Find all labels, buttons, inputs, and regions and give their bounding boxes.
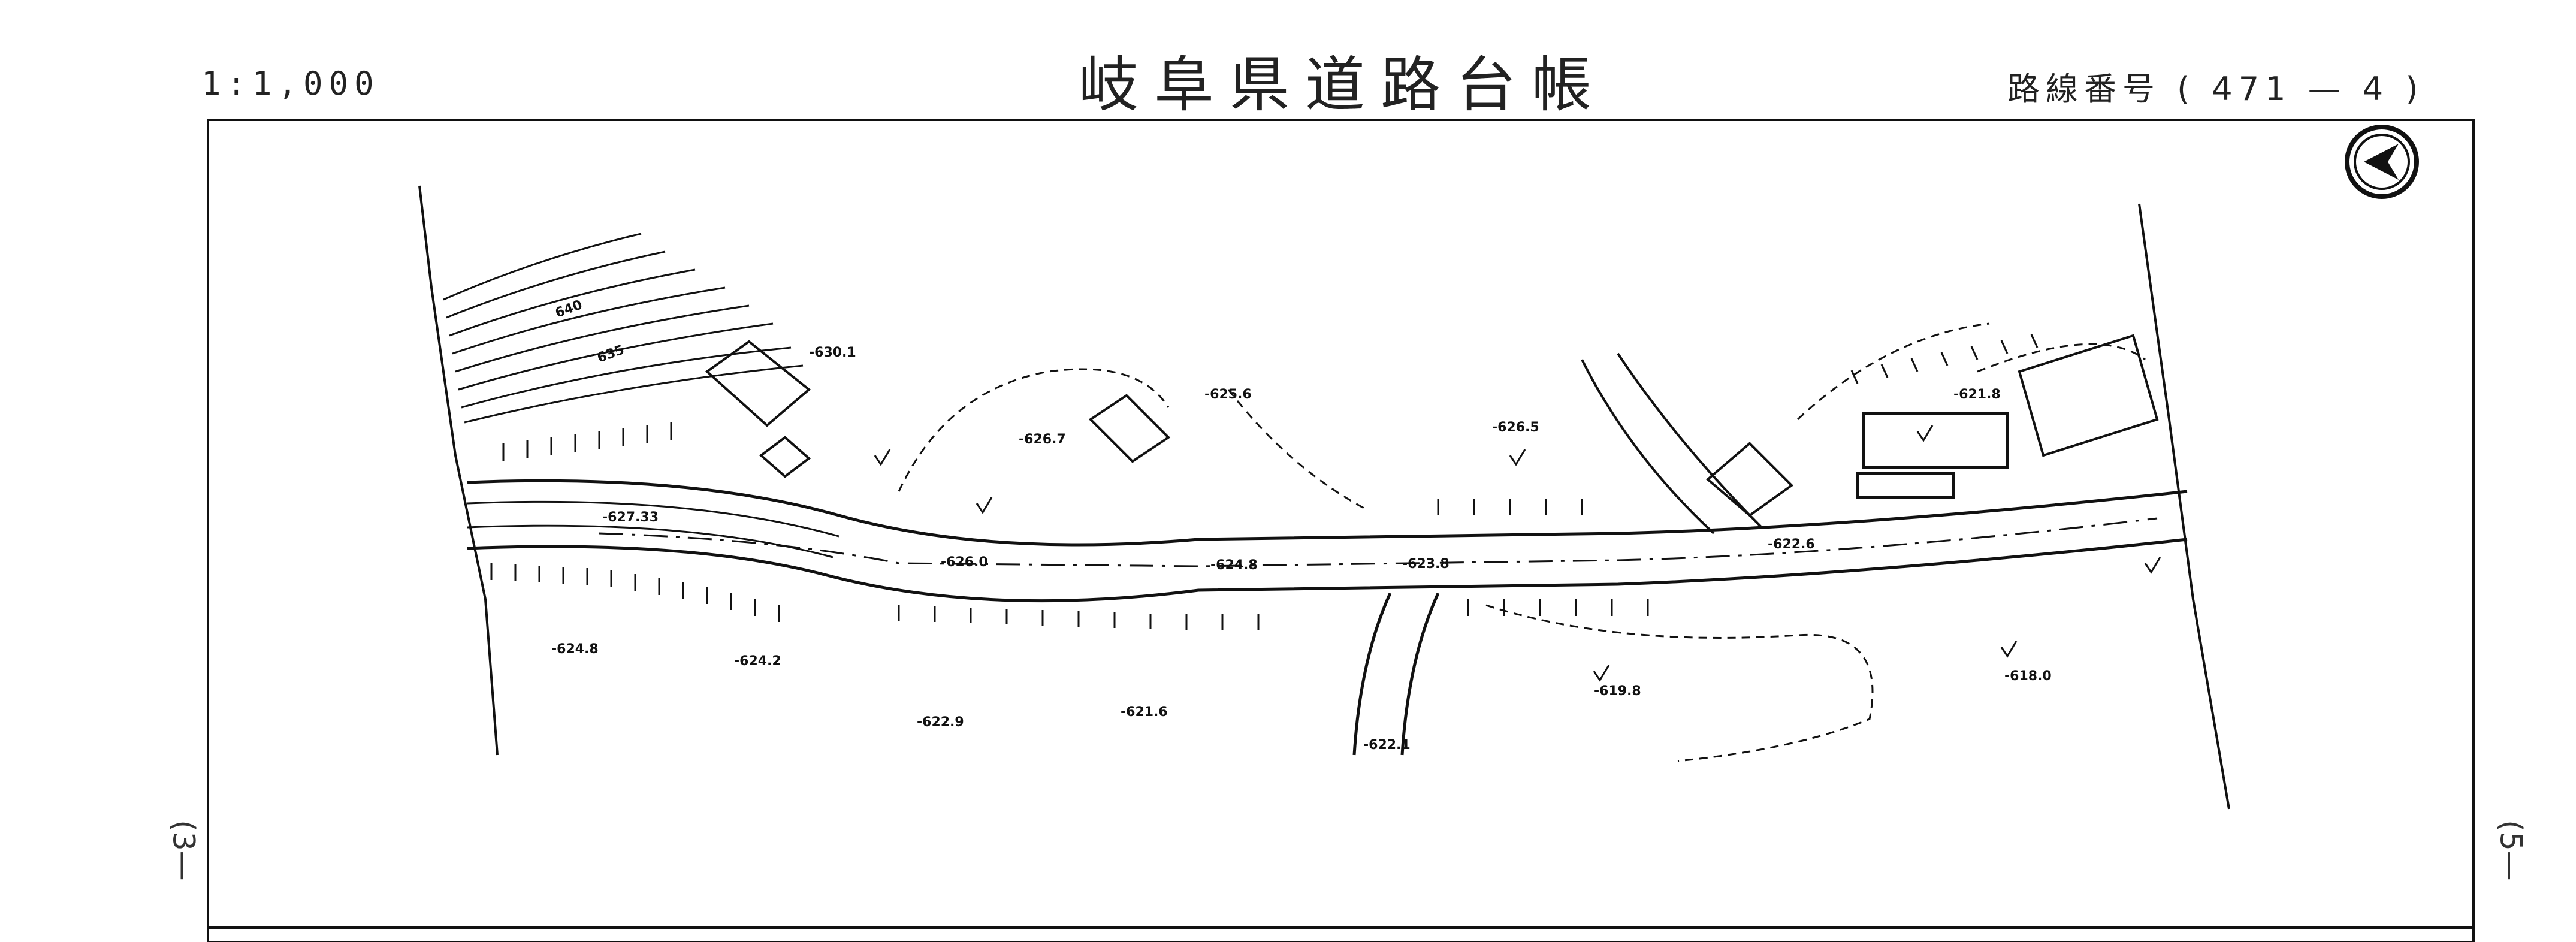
road-centerline (599, 517, 2158, 567)
buildings (705, 334, 2159, 517)
contour-lines (443, 233, 804, 424)
elevation-626-5: -626.5 (1492, 420, 1539, 435)
building-2 (759, 436, 811, 478)
elevation-619-8: -619.8 (1594, 684, 1641, 699)
elevation-622-1: -622.1 (1363, 738, 1411, 753)
map-frame (207, 119, 2475, 942)
route-number-value: 471 (2212, 70, 2292, 108)
elevation-627-33: -627.33 (602, 510, 659, 525)
building-7 (1856, 472, 1955, 499)
scale-label: 1:1,000 (201, 65, 380, 102)
elevation-623-8: -623.8 (1402, 557, 1449, 572)
elevation-622-9: -622.9 (917, 715, 964, 730)
building-4 (1705, 442, 1794, 517)
elevation-621-6: -621.6 (1121, 705, 1168, 720)
boundary-dashed (898, 322, 2146, 762)
route-close-paren: ) (2405, 70, 2424, 108)
building-6 (2018, 334, 2159, 457)
route-number-label: 路線番号 ( 471 — 4 ) (2007, 62, 2424, 110)
elevation-624-8-road: -624.8 (1210, 558, 1258, 573)
building-1 (705, 340, 811, 427)
sheet-title: 岐阜県道路台帳 (1079, 50, 1607, 120)
elevation-625-6: -625.6 (1204, 387, 1252, 402)
main-road (467, 479, 2188, 603)
land-use-symbols (874, 425, 2161, 682)
elevation-622-6: -622.6 (1768, 537, 1815, 552)
slope-hatching (490, 334, 2039, 630)
map-right-boundary (2138, 203, 2230, 810)
building-5 (1862, 412, 2009, 469)
elevation-630-1: -630.1 (809, 345, 856, 360)
map-left-boundary (418, 185, 499, 756)
building-3 (1088, 394, 1171, 463)
elevation-624-2: -624.2 (734, 654, 781, 669)
elevation-626-7: -626.7 (1019, 432, 1066, 447)
route-sheet-value: 4 (2362, 70, 2390, 108)
route-label-text: 路線番号 (2007, 70, 2161, 108)
elevation-624-8: -624.8 (551, 642, 599, 657)
side-road-north (1581, 352, 1763, 535)
north-arrow-icon (2345, 125, 2419, 199)
elevation-621-8: -621.8 (1953, 387, 2001, 402)
route-dash: — (2308, 70, 2347, 108)
side-road-south (1352, 592, 1440, 756)
contour-label-635: 635 (596, 342, 627, 366)
route-open-paren: ( (2177, 70, 2196, 108)
elevation-618-0: -618.0 (2004, 669, 2052, 684)
elevation-626-0: -626.0 (941, 555, 988, 570)
